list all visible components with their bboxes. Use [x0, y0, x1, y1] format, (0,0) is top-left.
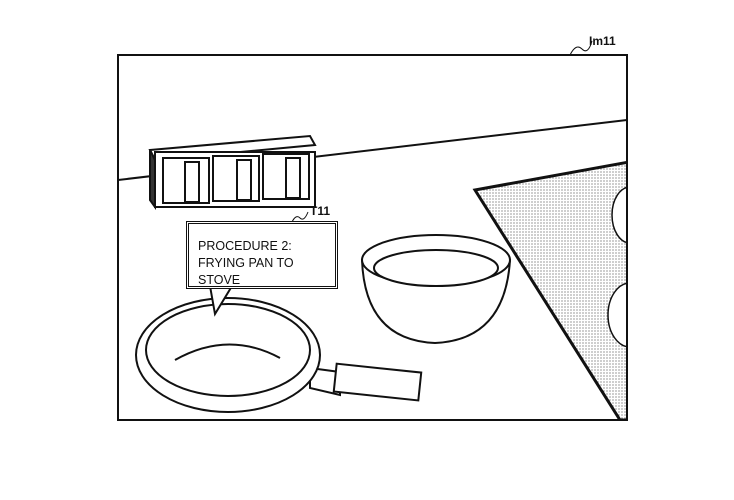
frying-pan-handle	[332, 362, 423, 402]
callout-tail	[209, 285, 233, 317]
frying-pan	[135, 297, 423, 413]
procedure-callout: PROCEDURE 2: FRYING PAN TO STOVE	[186, 221, 338, 289]
stove-burner	[607, 282, 627, 348]
im11-leader-line	[569, 40, 593, 56]
t11-leader-line	[291, 211, 309, 223]
stove	[472, 160, 627, 420]
callout-label: T11	[310, 204, 331, 218]
spice-box	[148, 134, 317, 211]
callout-line-2: FRYING PAN TO STOVE	[198, 256, 294, 287]
callout-line-1: PROCEDURE 2:	[198, 239, 292, 253]
figure-label: Im11	[589, 34, 616, 48]
bowl	[360, 234, 512, 345]
stove-burner	[611, 186, 627, 244]
image-frame	[117, 54, 628, 421]
